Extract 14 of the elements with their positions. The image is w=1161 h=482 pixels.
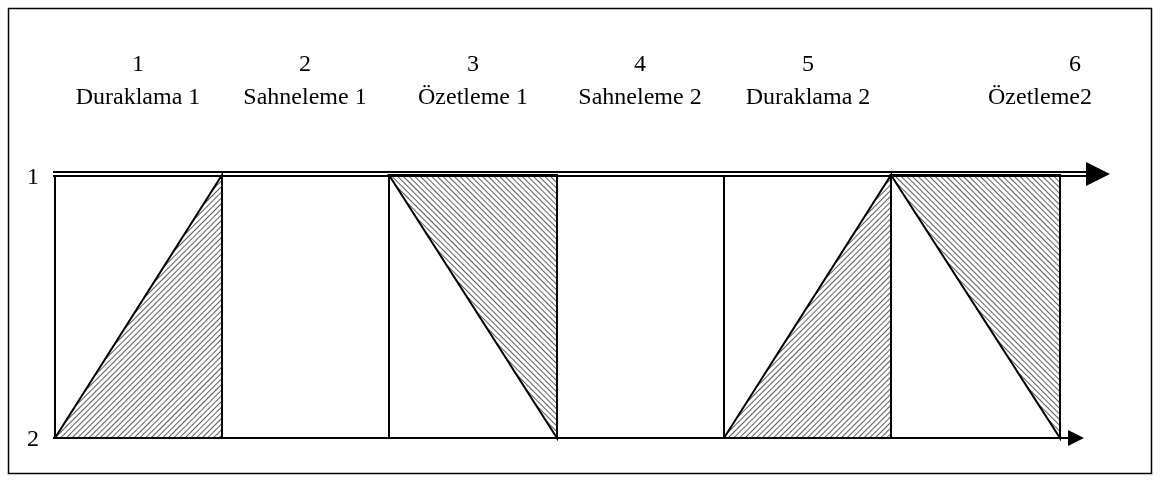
column-heading: Sahneleme 1 bbox=[243, 83, 367, 109]
column-number: 6 bbox=[1069, 50, 1081, 76]
column-heading: Duraklama 1 bbox=[75, 83, 201, 109]
column-heading: Duraklama 2 bbox=[745, 83, 871, 109]
column-heading: Özetleme 1 bbox=[418, 83, 528, 109]
column-number: 5 bbox=[802, 50, 814, 76]
column-heading: Sahneleme 2 bbox=[578, 83, 702, 109]
column-number: 3 bbox=[467, 50, 479, 76]
axis-label: 1 bbox=[27, 163, 39, 189]
column-number: 1 bbox=[132, 50, 144, 76]
column-number: 4 bbox=[634, 50, 646, 76]
axis-label: 2 bbox=[27, 425, 39, 451]
column-heading: Özetleme2 bbox=[988, 83, 1092, 109]
column-number: 2 bbox=[299, 50, 311, 76]
